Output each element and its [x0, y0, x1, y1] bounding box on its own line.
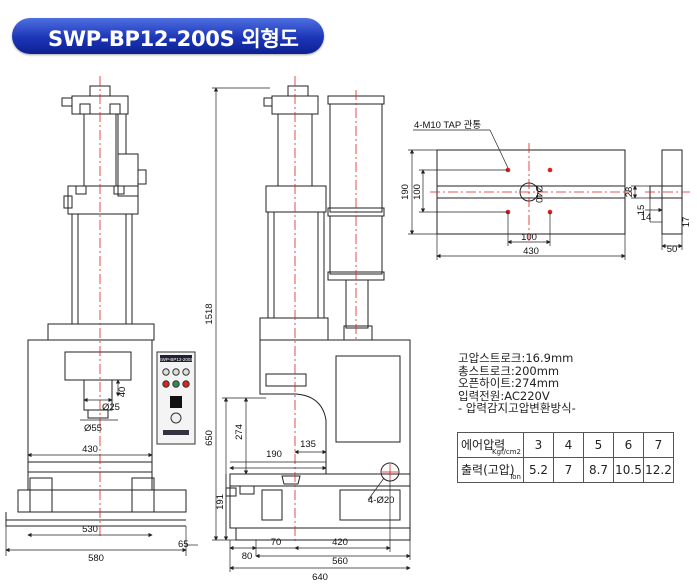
front-lower-plate: [47, 323, 155, 341]
dim-phi40: Ø40: [533, 185, 544, 203]
dim-w70: 70: [271, 537, 282, 548]
air-value: 7: [643, 432, 674, 458]
title-banner: SWP-BP12-200S 외형도: [12, 18, 324, 54]
dim-w100-table: 100: [521, 232, 537, 243]
table-row: 출력(고압) Ton 5.2 7 8.7 10.5 12.2: [457, 457, 674, 483]
pressure-table: 에어압력 Kgf/cm2 3 4 5 6 7 출력(고압) Ton 5.2 7 …: [457, 432, 674, 483]
control-panel-label: SWP-BP12-200S: [159, 357, 194, 362]
dim-h191: 191: [215, 494, 226, 510]
dim-w80: 80: [242, 551, 253, 562]
air-pressure-header: 에어압력 Kgf/cm2: [457, 432, 524, 458]
table-row: 에어압력 Kgf/cm2 3 4 5 6 7: [457, 432, 674, 458]
spec-high-stroke: 고압스트로크:16.9mm: [458, 351, 574, 365]
title-text: SWP-BP12-200S 외형도: [48, 27, 299, 51]
dim-d28: 28: [624, 187, 635, 198]
dim-w190: 190: [266, 449, 282, 460]
spec-method: - 압력감지고압변환방식-: [458, 401, 576, 416]
control-panel: SWP-BP12-200S: [156, 351, 196, 445]
dim-d40: 40: [117, 387, 128, 398]
side-frame: [259, 339, 411, 475]
air-pressure-unit: Kgf/cm2: [492, 448, 521, 456]
dim-d15: 15: [636, 205, 647, 216]
dim-w640: 640: [312, 572, 328, 583]
dim-w580: 580: [88, 553, 104, 564]
dim-w530: 530: [82, 524, 98, 535]
spec-total-stroke: 총스트로크:200mm: [458, 363, 560, 378]
dim-d17: 17: [681, 217, 692, 228]
dim-w135: 135: [300, 439, 316, 450]
front-base: [17, 489, 187, 513]
spec-power: 입력전원:AC220V: [458, 388, 550, 403]
front-upper-plate: [67, 185, 139, 215]
dim-d50: 50: [667, 244, 678, 255]
output-header: 출력(고압) Ton: [457, 457, 524, 483]
dim-w430-front: 430: [82, 444, 98, 455]
dim-w420: 420: [332, 537, 348, 548]
dim-w430-table: 430: [523, 246, 539, 257]
front-frame: [27, 339, 153, 491]
output-value: 7: [553, 457, 584, 483]
dim-h274: 274: [234, 424, 245, 440]
output-value: 8.7: [583, 457, 614, 483]
dim-h100: 100: [412, 184, 423, 200]
output-unit: Ton: [509, 473, 521, 481]
dim-d14: 14: [641, 212, 652, 223]
tap-label: 4-M10 TAP 관통: [414, 120, 481, 131]
dim-h1518: 1518: [204, 303, 215, 324]
front-cylinder: [71, 213, 133, 325]
output-value: 5.2: [523, 457, 554, 483]
air-value: 4: [553, 432, 584, 458]
dim-h190: 190: [400, 184, 411, 200]
dim-phi25: Ø25: [102, 402, 120, 413]
dim-holes: 4-Ø20: [368, 495, 394, 506]
spec-open-height: 오픈하이트:274mm: [458, 376, 560, 391]
air-value: 6: [613, 432, 644, 458]
air-value: 3: [523, 432, 554, 458]
output-value: 10.5: [613, 457, 644, 483]
spec-list: 고압스트로크:16.9mm 총스트로크:200mm 오픈하이트:274mm 입력…: [458, 352, 576, 415]
output-value: 12.2: [643, 457, 674, 483]
front-view: [5, 85, 187, 527]
dim-d65: 65: [178, 539, 189, 550]
dim-w560: 560: [332, 556, 348, 567]
dim-phi55: Ø55: [84, 423, 102, 434]
air-value: 5: [583, 432, 614, 458]
dim-h650: 650: [204, 430, 215, 446]
